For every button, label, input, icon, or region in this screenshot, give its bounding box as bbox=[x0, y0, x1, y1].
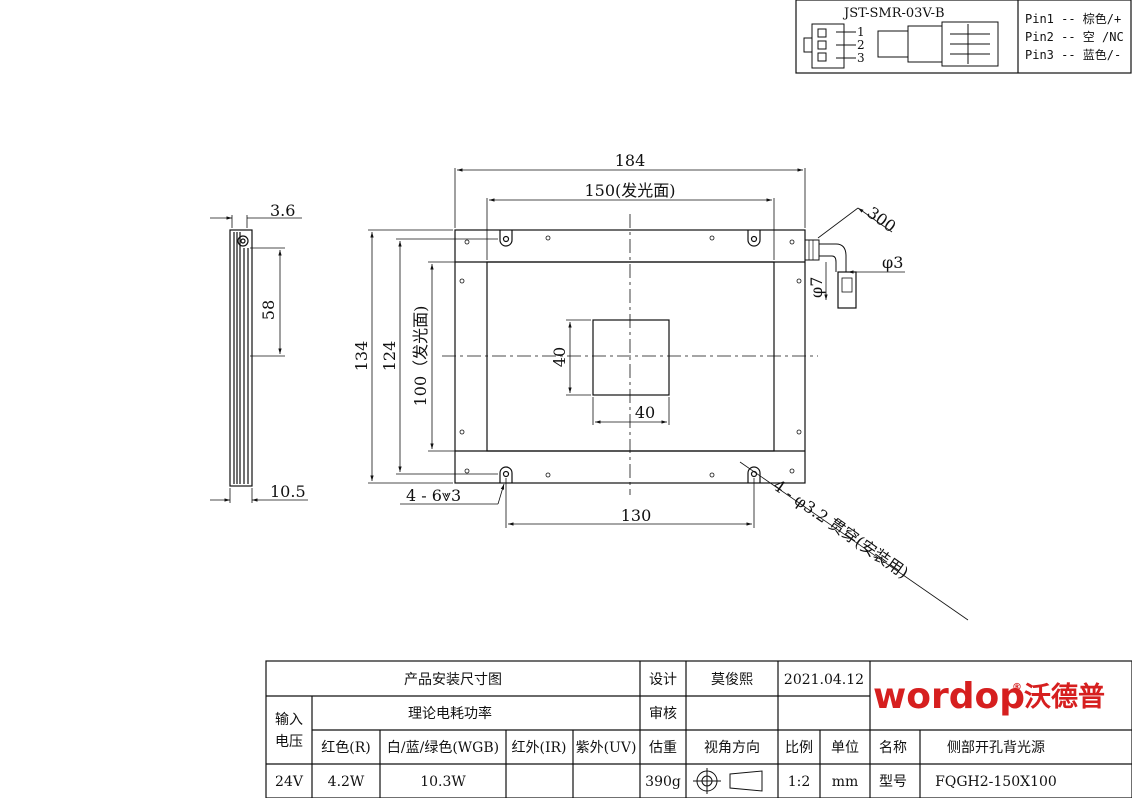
tb-review-label: 审核 bbox=[649, 706, 677, 722]
tb-voltage: 24V bbox=[275, 774, 304, 790]
dim-dia-7: φ7 bbox=[807, 277, 826, 298]
dim-cable-300: 300 bbox=[864, 203, 900, 236]
connector-box: JST-SMR-03V-B 1 2 3 Pin1 -- 棕色/+ Pin2 --… bbox=[795, 0, 1132, 74]
dim-center-40-v: 40 bbox=[550, 347, 569, 367]
dim-center-40-h: 40 bbox=[635, 403, 655, 422]
tb-wgb-label: 白/蓝/绿色(WGB) bbox=[387, 739, 499, 756]
dim-through-hole: 4 - φ3.2 贯穿(安装用) bbox=[770, 476, 912, 583]
connector-model: JST-SMR-03V-B bbox=[842, 6, 945, 21]
dim-side-58: 58 bbox=[259, 300, 278, 320]
tb-input-voltage-line2: 电压 bbox=[275, 734, 303, 750]
center-lines bbox=[442, 214, 818, 495]
dim-side-thickness: 3.6 bbox=[270, 201, 295, 220]
tb-red-power: 4.2W bbox=[328, 774, 365, 790]
logo-registered: ® bbox=[1012, 682, 1022, 693]
tb-model-label: 型号 bbox=[879, 774, 907, 790]
tb-name-label: 名称 bbox=[879, 740, 907, 756]
dim-height-124: 124 bbox=[380, 341, 399, 372]
tb-input-voltage-line1: 输入 bbox=[275, 712, 303, 728]
tb-design-label: 设计 bbox=[649, 672, 677, 688]
dim-dia-3: φ3 bbox=[882, 253, 903, 272]
tb-view-label: 视角方向 bbox=[704, 740, 760, 756]
tb-unit-label: 单位 bbox=[831, 740, 859, 756]
dim-hole-spacing: 130 bbox=[621, 506, 652, 525]
front-dimension-lines bbox=[368, 168, 969, 621]
tb-date: 2021.04.12 bbox=[784, 672, 864, 688]
dim-side-depth: 10.5 bbox=[270, 482, 306, 501]
front-view bbox=[454, 229, 857, 484]
tb-name-value: 侧部开孔背光源 bbox=[947, 740, 1045, 756]
tb-unit: mm bbox=[832, 774, 859, 790]
tb-red-label: 红色(R) bbox=[321, 739, 370, 756]
tb-uv-label: 紫外(UV) bbox=[576, 740, 637, 756]
side-view bbox=[210, 215, 308, 503]
tb-drawing-name: 产品安装尺寸图 bbox=[404, 672, 502, 688]
tb-weight-label: 估重 bbox=[649, 740, 677, 756]
pin3-label: Pin3 -- 蓝色/- bbox=[1025, 48, 1121, 62]
pin-number-2: 2 bbox=[857, 38, 865, 52]
tb-scale-label: 比例 bbox=[785, 740, 813, 756]
connector-icon bbox=[803, 21, 999, 69]
tb-scale: 1:2 bbox=[788, 774, 811, 790]
projection-symbol-icon bbox=[693, 768, 763, 794]
tb-wgb-power: 10.3W bbox=[420, 774, 466, 790]
logo-cn: 沃德普 bbox=[1024, 681, 1105, 713]
pin2-label: Pin2 -- 空 /NC bbox=[1025, 30, 1124, 44]
pin-number-1: 1 bbox=[857, 25, 865, 39]
dim-emit-150: 150(发光面) bbox=[584, 181, 675, 200]
dim-emit-100: 100（发光面) bbox=[411, 306, 430, 407]
tb-power-label: 理论电耗功率 bbox=[408, 705, 492, 722]
tb-ir-label: 红外(IR) bbox=[512, 740, 567, 756]
dim-height-134: 134 bbox=[352, 341, 371, 372]
pin1-label: Pin1 -- 棕色/+ bbox=[1025, 11, 1121, 26]
wordop-logo: wordop ® 沃德普 bbox=[873, 676, 1105, 717]
tb-model-value: FQGH2-150X100 bbox=[935, 774, 1057, 790]
tb-weight: 390g bbox=[645, 774, 681, 790]
title-block bbox=[265, 660, 1132, 798]
dim-counterbore: 4 - 6⩔3 bbox=[406, 486, 461, 505]
logo-text: wordop bbox=[873, 676, 1025, 717]
pin-number-3: 3 bbox=[857, 51, 865, 65]
dim-width-184: 184 bbox=[615, 151, 646, 170]
input-voltage-label: 输入 电压 bbox=[275, 712, 303, 750]
tb-designer: 莫俊熙 bbox=[711, 672, 753, 688]
